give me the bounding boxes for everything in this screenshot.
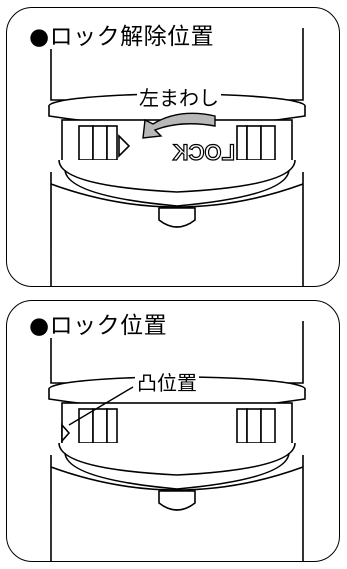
counterclockwise-arrow-icon — [142, 112, 216, 139]
callout-leader-line — [68, 386, 134, 426]
unlock-position-title: ●ロック解除位置 — [27, 24, 217, 50]
lock-position-title: ●ロック位置 — [27, 313, 170, 339]
lock-ring-label: LOCK — [173, 140, 235, 165]
lock-position-panel: ●ロック位置 凸位置 — [6, 300, 340, 562]
unlock-position-panel: LOCK ●ロック解除位置 左まわし — [6, 7, 340, 287]
lock-cap-illustration — [48, 321, 306, 561]
turn-left-label: 左まわし — [137, 86, 221, 110]
convex-position-label: 凸位置 — [135, 371, 199, 395]
